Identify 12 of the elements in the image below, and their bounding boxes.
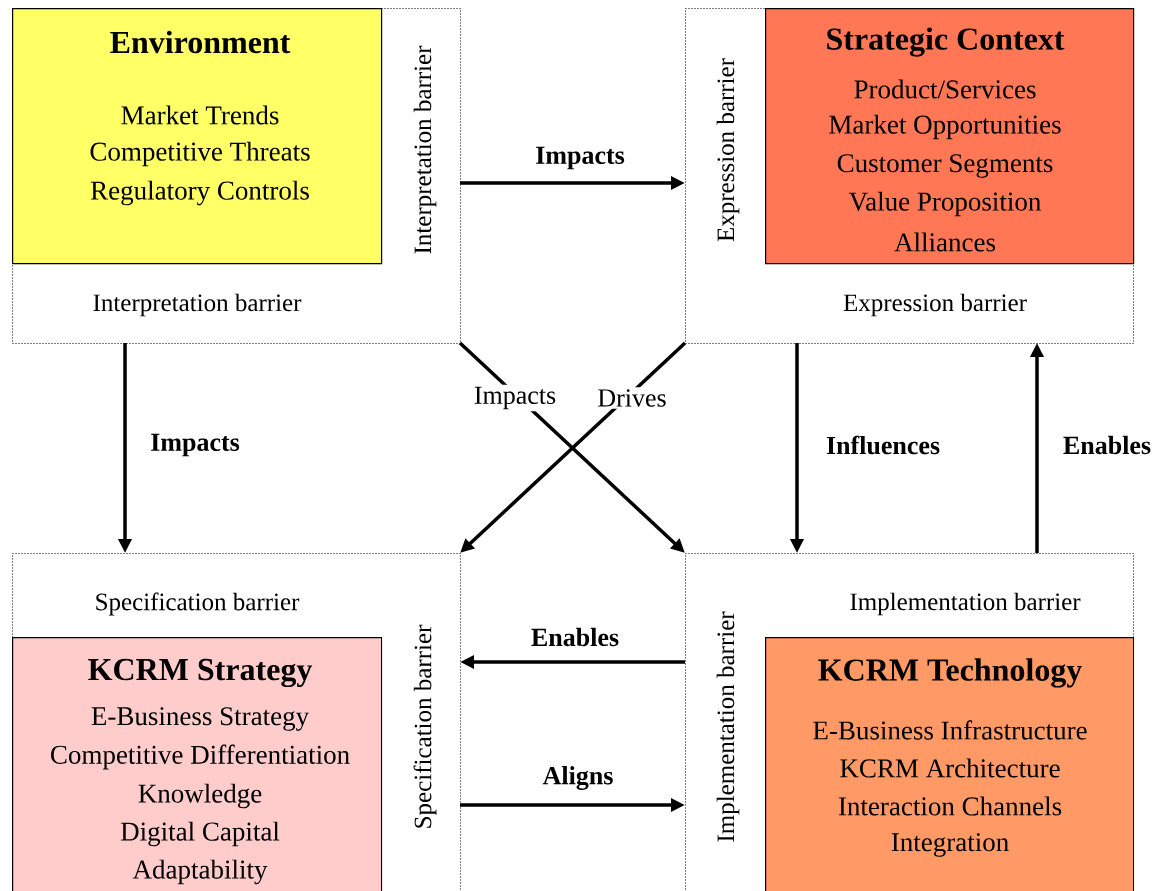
edge-label: Enables — [528, 625, 622, 649]
content-box: KCRM Strategy E-Business Strategy Competitive Differentiation Knowledge Digital Capital Adaptability — [12, 637, 383, 891]
edge-label: Impacts — [533, 144, 627, 172]
edge-label: Influences — [823, 433, 943, 457]
edge-label: Aligns — [540, 764, 616, 792]
content-box: Environment Market Trends Competitive Threats Regulatory Controls — [12, 8, 383, 265]
content-box: KCRM Technology E-Business Infrastructure KCRM Architecture Interaction Channels Integration — [765, 637, 1135, 891]
content-box: Strategic Context Product/Services Market Opportunities Customer Segments Value Proposition Alliances — [765, 8, 1135, 265]
edge-label: Drives — [595, 387, 669, 409]
edge-label: Impacts — [148, 431, 242, 459]
edge-label: Impacts — [471, 384, 559, 412]
edge-label: Enables — [1060, 433, 1154, 457]
